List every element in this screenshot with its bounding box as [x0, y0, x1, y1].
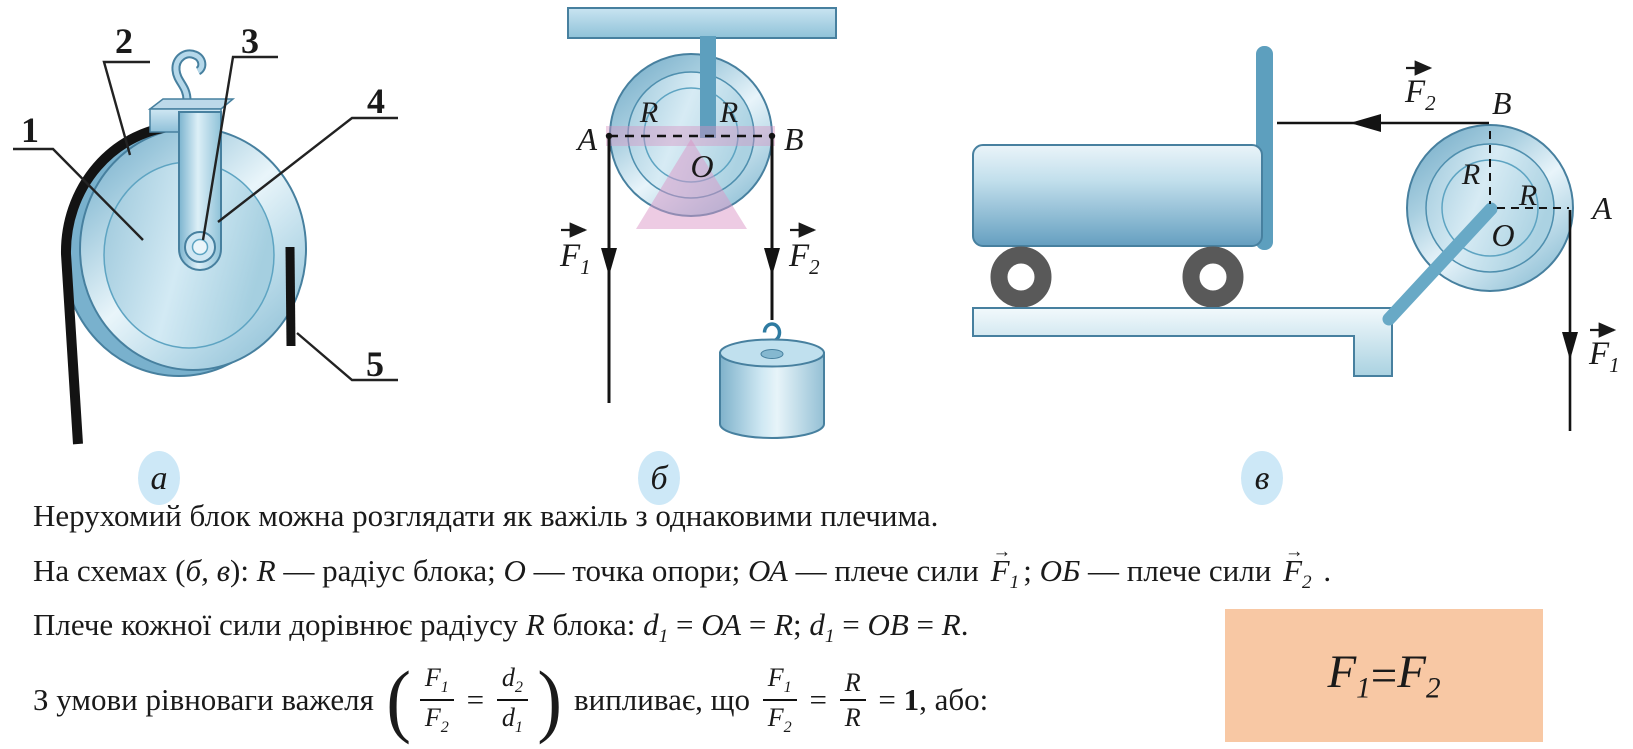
platform	[972, 307, 1393, 377]
caption-badge-b	[638, 451, 680, 505]
force-f2-label: F2	[1404, 60, 1436, 115]
caption-v: в	[1255, 460, 1270, 497]
force-f1-label: F1	[1588, 322, 1620, 377]
weight-hook-hole	[760, 349, 784, 359]
svg-text:F2: F2	[788, 238, 820, 279]
mount-block-top	[147, 98, 236, 110]
part-label-1: 1	[21, 110, 39, 150]
force-arrow-f2	[764, 248, 780, 276]
axle-pin	[191, 238, 209, 256]
svg-text:F2: F2	[1404, 74, 1436, 115]
support-post	[700, 36, 716, 138]
vector-symbol: →F2	[1283, 540, 1312, 594]
part-label-2: 2	[115, 21, 133, 61]
radius-left-label: R	[1461, 158, 1480, 191]
part-label-4: 4	[367, 81, 385, 121]
pivot-label: O	[690, 148, 713, 184]
support-rod	[1382, 202, 1498, 326]
point-b-label: B	[1492, 85, 1512, 121]
force-arrow-f1	[601, 248, 617, 276]
weight-cylinder	[719, 352, 825, 439]
vector-symbol: →F1	[990, 540, 1020, 594]
leader-line-3	[201, 55, 278, 241]
diagram-v: B F2 R R A O F1 в	[972, 46, 1620, 505]
ceiling-beam	[567, 7, 837, 39]
point-b-label: B	[784, 121, 804, 157]
force-arrow-f1	[1562, 332, 1578, 360]
radius-right-label: R	[719, 96, 738, 129]
vector-arrow-icon: →	[1284, 540, 1304, 562]
force-f1-label: F1	[559, 222, 591, 279]
point-a-label: A	[1590, 190, 1612, 226]
text-line-1: Нерухомий блок можна розглядати як важіл…	[33, 498, 939, 533]
caption-b: б	[650, 460, 669, 497]
hook-icon-highlight	[173, 51, 205, 101]
vector-arrow-icon: →	[992, 540, 1012, 562]
text-line-3: Плече кожної сили дорівнює радіусу R бло…	[33, 607, 969, 648]
svg-text:F1: F1	[1588, 336, 1620, 377]
force-arrow-f2	[1350, 114, 1381, 132]
leader-lines	[13, 55, 398, 382]
fulcrum-triangle	[636, 139, 747, 229]
cart-body	[972, 144, 1263, 247]
pivot-label: O	[1491, 217, 1514, 253]
cart-wheel	[1182, 246, 1244, 308]
force-f2-label: F2	[788, 222, 820, 279]
axle-bracket	[178, 111, 222, 271]
diagram-a: 1 2 3 4 5 а	[13, 21, 398, 505]
point-a-label: A	[575, 121, 597, 157]
text-line-2: На схемах (б, в): R — радіус блока; О — …	[33, 540, 1332, 594]
caption-badge-a	[138, 451, 180, 505]
radius-right-label: R	[1518, 179, 1537, 212]
caption-badge-v	[1241, 451, 1283, 505]
svg-text:F1: F1	[559, 238, 591, 279]
cart-wheel	[990, 246, 1052, 308]
diagram-b: A B R R O F1 F2 б	[559, 7, 837, 505]
leader-line-2	[102, 60, 150, 156]
leader-line-4	[217, 116, 398, 223]
leader-line-5	[296, 332, 398, 382]
radius-left-label: R	[639, 96, 658, 129]
part-label-3: 3	[241, 21, 259, 61]
leader-line-1	[13, 147, 144, 241]
part-label-5: 5	[366, 344, 384, 384]
pulley-diagrams: 1 2 3 4 5 а A	[13, 7, 1620, 505]
caption-a: а	[151, 460, 168, 497]
formula-box: F1 = F2	[1225, 609, 1543, 742]
rope-right	[285, 246, 296, 347]
